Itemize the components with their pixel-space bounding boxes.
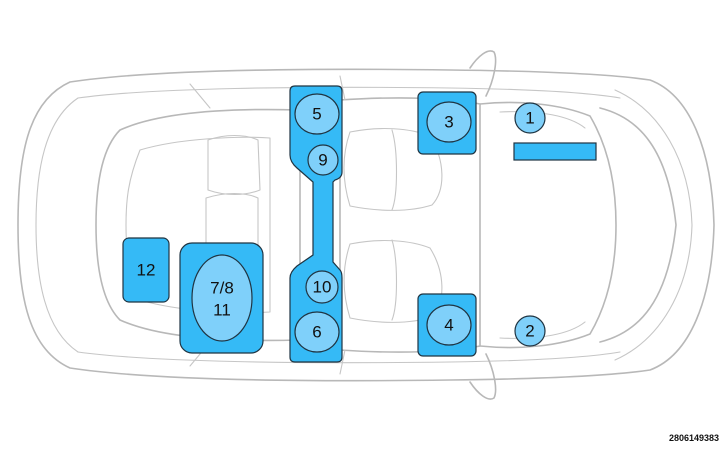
car-outline — [17, 50, 715, 400]
marker-9-circle — [307, 144, 339, 176]
label-12: 12 — [137, 261, 156, 280]
label-11: 11 — [213, 301, 231, 320]
label-9: 9 — [318, 151, 327, 170]
label-4: 4 — [444, 316, 453, 335]
marker-10-circle — [305, 270, 339, 304]
label-10: 10 — [313, 278, 332, 297]
label-7-8: 7/8 — [210, 279, 234, 298]
marker-1-circle — [514, 102, 546, 134]
marker-4-circle — [426, 304, 472, 346]
marker-6-circle — [294, 311, 340, 353]
label-1: 1 — [525, 109, 534, 128]
label-6: 6 — [312, 323, 321, 342]
marker-2-circle — [514, 315, 546, 347]
label-5: 5 — [312, 105, 321, 124]
marker-7-8-11-oval — [191, 254, 253, 342]
dashboard-bar-zone — [513, 142, 597, 161]
label-3: 3 — [444, 113, 453, 132]
marker-3-circle — [426, 101, 472, 143]
zone-12-box — [122, 237, 170, 303]
marker-5-circle — [294, 93, 340, 135]
reference-number: 2806149383 — [669, 433, 719, 443]
label-2: 2 — [525, 322, 534, 341]
